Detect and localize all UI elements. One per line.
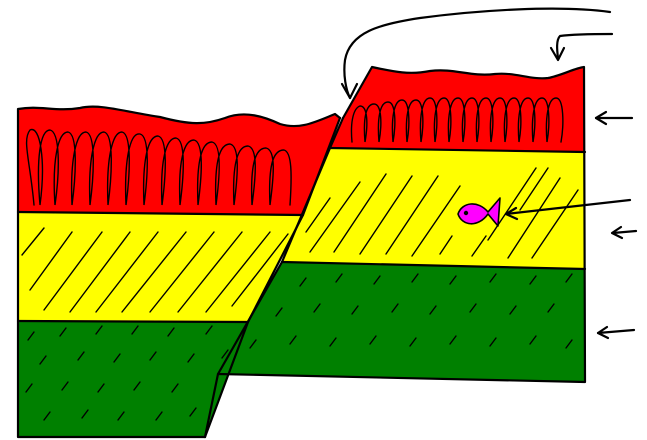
right-green-layer (218, 262, 585, 382)
left-green-layer (18, 321, 248, 437)
left-red-layer (18, 107, 340, 215)
hook-arrow-surface (557, 34, 612, 58)
left-boundary-lower (18, 321, 248, 322)
